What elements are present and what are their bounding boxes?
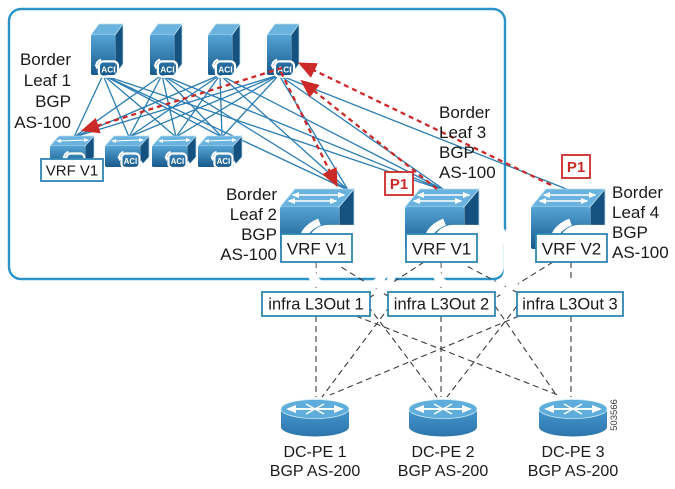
vrf-label-leaf1: VRF V1 <box>46 163 99 180</box>
p1-arrow-spine4-to-leaf2 <box>279 71 338 188</box>
bl3-line2: Leaf 3 <box>439 123 486 142</box>
spine-switch-2 <box>150 24 182 79</box>
infra-l3out-1-box: infra L3Out 1 <box>261 291 371 317</box>
vrf-label-leaf4: VRF V2 <box>542 240 602 259</box>
dcpe1-name: DC-PE 1 <box>283 444 346 461</box>
p1-label-1: P1 <box>390 176 408 193</box>
dcpe3-name: DC-PE 3 <box>541 444 604 461</box>
dc-pe-2-router <box>409 400 477 437</box>
border-leaf-2-label: Border Leaf 2 BGP AS-100 <box>220 185 277 264</box>
dc-pe-1-router <box>281 400 349 437</box>
figure-number: 503566 <box>609 399 620 431</box>
border-leaf-4-label: Border Leaf 4 BGP AS-100 <box>612 183 669 262</box>
dc-pe-2-label: DC-PE 2 BGP AS-200 <box>398 444 489 480</box>
bl4-line4: AS-100 <box>612 243 669 262</box>
p1-arrow-leaf4-to-spine4 <box>297 62 552 187</box>
dcpe1-bgp: BGP AS-200 <box>270 463 361 480</box>
dcpe2-bgp: BGP AS-200 <box>398 463 489 480</box>
spine-switch-3 <box>208 24 240 79</box>
border-leaf-1-label: Border Leaf 1 BGP AS-100 <box>14 50 71 132</box>
vrf-box-leaf3: VRF V1 <box>405 233 478 263</box>
bl4-line1: Border <box>612 183 663 202</box>
infra-l3out-3-box: infra L3Out 3 <box>516 291 624 317</box>
dc-pe-3-label: DC-PE 3 BGP AS-200 <box>528 444 619 480</box>
spine-switch-1 <box>91 24 123 79</box>
dc-pe-1-label: DC-PE 1 BGP AS-200 <box>270 444 361 480</box>
vrf-box-leaf4: VRF V2 <box>535 233 608 263</box>
vrf-box-leaf1: VRF V1 <box>40 158 104 182</box>
p1-route-arrows <box>80 62 552 190</box>
bl2-line4: AS-100 <box>220 245 277 264</box>
infra-l3out-2-box: infra L3Out 2 <box>387 291 496 317</box>
vrf-label-leaf3: VRF V1 <box>412 240 472 259</box>
vrf-box-leaf2: VRF V1 <box>280 233 353 263</box>
dc-pe-3-router <box>539 400 607 437</box>
bl4-line3: BGP <box>612 223 648 242</box>
bl4-line2: Leaf 4 <box>612 203 659 222</box>
bl1-line1: Border <box>20 50 71 69</box>
infra-l3out-1-label: infra L3Out 1 <box>268 296 363 314</box>
bl1-line2: Leaf 1 <box>24 71 71 90</box>
leaf-switch-3 <box>152 136 196 170</box>
l3out-to-dcpe-links <box>315 305 572 398</box>
p1-label-box-2: P1 <box>561 154 591 179</box>
infra-l3out-2-label: infra L3Out 2 <box>394 296 489 314</box>
leaf-switch-4 <box>198 136 242 170</box>
bl3-line4: AS-100 <box>439 163 496 182</box>
bl1-line3: BGP <box>35 92 71 111</box>
vrf-label-leaf2: VRF V1 <box>287 240 347 259</box>
bl2-line3: BGP <box>241 225 277 244</box>
fabric-container <box>7 7 507 281</box>
dcpe3-bgp: BGP AS-200 <box>528 463 619 480</box>
infra-l3out-3-label: infra L3Out 3 <box>522 296 617 314</box>
bl2-line1: Border <box>226 185 277 204</box>
p1-arrow-spine4-to-leaf1 <box>80 66 283 134</box>
p1-label-box-1: P1 <box>384 171 414 196</box>
p1-label-2: P1 <box>567 159 585 176</box>
bl3-line1: Border <box>439 103 490 122</box>
dcpe2-name: DC-PE 2 <box>411 444 474 461</box>
leaf-switch-2 <box>105 136 149 170</box>
border-leaf-3-label: Border Leaf 3 BGP AS-100 <box>439 103 496 182</box>
bl1-line4: AS-100 <box>14 113 71 132</box>
p1-arrow-leaf3-to-spine4 <box>300 79 438 190</box>
bl2-line2: Leaf 2 <box>230 205 277 224</box>
bl3-line3: BGP <box>439 143 475 162</box>
